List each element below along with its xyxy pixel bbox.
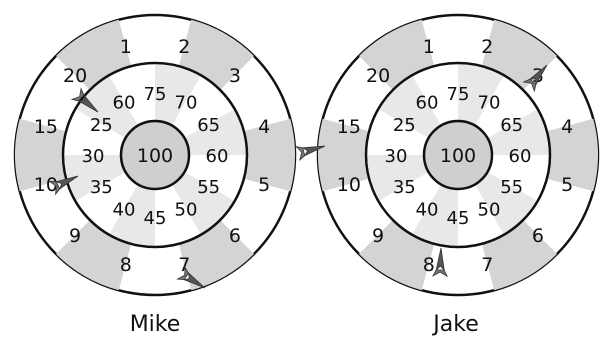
outer-score-label: 20 — [366, 65, 390, 87]
middle-score-label: 35 — [393, 177, 416, 198]
outer-score-label: 7 — [481, 254, 493, 276]
center-score-label: 100 — [440, 145, 476, 167]
outer-score-label: 6 — [532, 225, 544, 247]
middle-score-label: 50 — [478, 200, 501, 221]
middle-score-label: 30 — [385, 146, 408, 167]
outer-score-label: 2 — [178, 36, 190, 58]
outer-score-label: 3 — [229, 65, 241, 87]
middle-score-label: 60 — [416, 92, 439, 113]
middle-score-label: 50 — [175, 200, 198, 221]
dartboard-jake: 1234567891015207570656055504540353025601… — [296, 15, 598, 295]
outer-score-label: 4 — [258, 116, 270, 138]
middle-score-label: 70 — [478, 92, 501, 113]
player-name-jake: Jake — [396, 312, 516, 337]
outer-score-label: 4 — [561, 116, 573, 138]
middle-score-label: 35 — [90, 177, 113, 198]
outer-score-label: 20 — [63, 65, 87, 87]
outer-score-label: 1 — [120, 36, 132, 58]
center-score-label: 100 — [137, 145, 173, 167]
middle-score-label: 55 — [500, 177, 523, 198]
middle-score-label: 55 — [197, 177, 220, 198]
middle-score-label: 75 — [447, 84, 470, 105]
outer-score-label: 8 — [423, 254, 435, 276]
middle-score-label: 40 — [113, 200, 136, 221]
outer-score-label: 15 — [337, 116, 361, 138]
outer-score-label: 10 — [337, 174, 361, 196]
middle-score-label: 65 — [500, 115, 523, 136]
middle-score-label: 45 — [447, 208, 470, 229]
outer-score-label: 2 — [481, 36, 493, 58]
outer-score-label: 8 — [120, 254, 132, 276]
middle-score-label: 30 — [82, 146, 105, 167]
middle-score-label: 40 — [416, 200, 439, 221]
middle-score-label: 75 — [144, 84, 167, 105]
middle-score-label: 25 — [90, 115, 113, 136]
outer-score-label: 1 — [423, 36, 435, 58]
middle-score-label: 25 — [393, 115, 416, 136]
outer-score-label: 6 — [229, 225, 241, 247]
outer-score-label: 9 — [69, 225, 81, 247]
outer-score-label: 5 — [561, 174, 573, 196]
middle-score-label: 70 — [175, 92, 198, 113]
middle-score-label: 45 — [144, 208, 167, 229]
player-name-mike: Mike — [95, 312, 215, 337]
middle-score-label: 60 — [206, 146, 229, 167]
outer-score-label: 9 — [372, 225, 384, 247]
outer-score-label: 15 — [34, 116, 58, 138]
middle-score-label: 60 — [509, 146, 532, 167]
outer-score-label: 5 — [258, 174, 270, 196]
middle-score-label: 65 — [197, 115, 220, 136]
middle-score-label: 60 — [113, 92, 136, 113]
